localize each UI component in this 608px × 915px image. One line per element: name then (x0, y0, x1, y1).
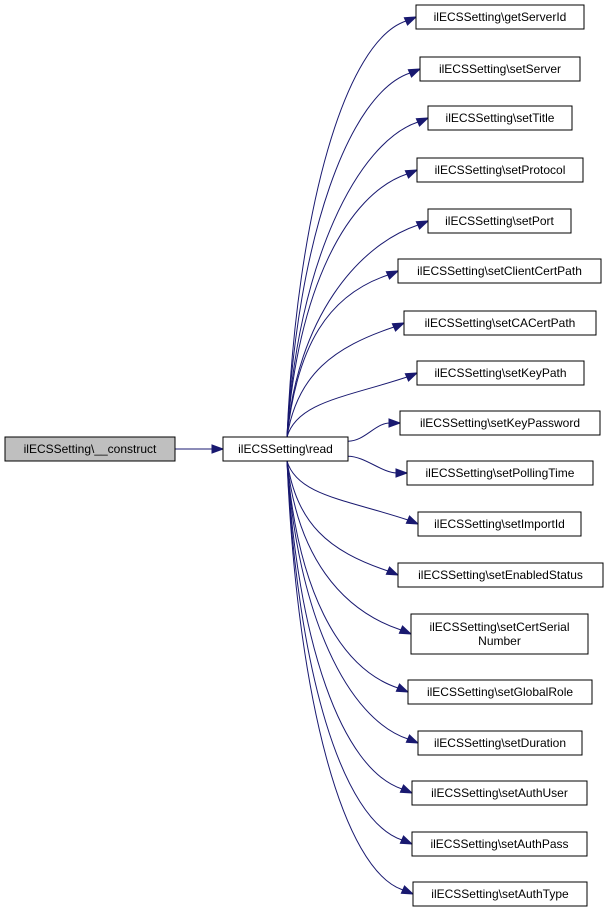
node-setCACertPath-label: ilECSSetting\setCACertPath (425, 316, 576, 330)
node-setClientCertPath[interactable]: ilECSSetting\setClientCertPath (397, 258, 602, 284)
edge-read-to-setDuration (286, 460, 420, 744)
node-setAuthUser[interactable]: ilECSSetting\setAuthUser (411, 780, 588, 806)
edge-read-to-setAuthType (286, 460, 415, 895)
edge-read-to-setPort (286, 220, 430, 438)
call-edges (175, 16, 430, 895)
node-setTitle[interactable]: ilECSSetting\setTitle (427, 105, 573, 131)
edge-read-to-setTitle (286, 117, 430, 438)
edge-read-to-setImportId (286, 460, 420, 525)
node-setClientCertPath-label: ilECSSetting\setClientCertPath (417, 264, 582, 278)
node-setCertSerialNumber-label: ilECSSetting\setCertSerial (429, 620, 569, 634)
edge-read-to-setProtocol (286, 169, 419, 438)
node-read[interactable]: ilECSSetting\read (222, 436, 349, 462)
node-setImportId-label: ilECSSetting\setImportId (434, 517, 565, 531)
node-setAuthType[interactable]: ilECSSetting\setAuthType (412, 881, 588, 907)
node-setEnabledStatus-label: ilECSSetting\setEnabledStatus (418, 568, 583, 582)
node-setGlobalRole[interactable]: ilECSSetting\setGlobalRole (407, 679, 593, 705)
node-setPort[interactable]: ilECSSetting\setPort (427, 208, 572, 234)
node-setServer-label: ilECSSetting\setServer (439, 62, 561, 76)
node-read-label: ilECSSetting\read (238, 442, 333, 456)
node-setPort-label: ilECSSetting\setPort (445, 214, 554, 228)
node-getServerId-label: ilECSSetting\getServerId (434, 10, 567, 24)
edge-read-to-setEnabledStatus (286, 460, 400, 576)
edge-read-to-setServer (286, 68, 422, 438)
node-setProtocol[interactable]: ilECSSetting\setProtocol (416, 157, 584, 183)
node-setProtocol-label: ilECSSetting\setProtocol (435, 163, 566, 177)
node-setDuration[interactable]: ilECSSetting\setDuration (417, 730, 583, 756)
node-setDuration-label: ilECSSetting\setDuration (434, 736, 566, 750)
edge-read-to-setPollingTime (347, 455, 409, 478)
node-setEnabledStatus[interactable]: ilECSSetting\setEnabledStatus (397, 562, 604, 588)
node-setGlobalRole-label: ilECSSetting\setGlobalRole (427, 685, 573, 699)
edge-read-to-setClientCertPath (286, 270, 400, 438)
edge-read-to-setCACertPath (286, 322, 406, 438)
node-setImportId[interactable]: ilECSSetting\setImportId (417, 511, 582, 537)
node-setAuthType-label: ilECSSetting\setAuthType (431, 887, 569, 901)
edge-read-to-setKeyPassword (347, 418, 402, 442)
node-setAuthUser-label: ilECSSetting\setAuthUser (431, 786, 568, 800)
node-setKeyPassword-label: ilECSSetting\setKeyPassword (420, 416, 580, 430)
edge-construct-to-read (175, 444, 225, 454)
node-construct[interactable]: ilECSSetting\__construct (4, 436, 176, 462)
node-getServerId[interactable]: ilECSSetting\getServerId (415, 4, 585, 30)
edge-read-to-getServerId (286, 16, 418, 438)
edge-read-to-setAuthUser (286, 460, 414, 794)
edge-read-to-setCertSerialNumber (286, 460, 413, 635)
node-setCACertPath[interactable]: ilECSSetting\setCACertPath (403, 310, 597, 336)
node-setAuthPass[interactable]: ilECSSetting\setAuthPass (411, 831, 588, 857)
node-setPollingTime[interactable]: ilECSSetting\setPollingTime (406, 460, 594, 486)
edge-read-to-setGlobalRole (286, 460, 410, 693)
node-setServer[interactable]: ilECSSetting\setServer (419, 56, 581, 82)
node-setKeyPath[interactable]: ilECSSetting\setKeyPath (416, 360, 585, 386)
edge-read-to-setKeyPath (286, 372, 419, 438)
node-setCertSerialNumber-label: Number (478, 634, 521, 648)
callee-nodes: ilECSSetting\getServerId ilECSSetting\set… (397, 4, 604, 907)
node-setKeyPassword[interactable]: ilECSSetting\setKeyPassword (399, 410, 601, 436)
node-setTitle-label: ilECSSetting\setTitle (446, 111, 555, 125)
node-setPollingTime-label: ilECSSetting\setPollingTime (426, 466, 575, 480)
node-setKeyPath-label: ilECSSetting\setKeyPath (434, 366, 566, 380)
node-construct-label: ilECSSetting\__construct (24, 442, 157, 456)
node-setAuthPass-label: ilECSSetting\setAuthPass (430, 837, 568, 851)
edge-read-to-setAuthPass (286, 460, 414, 845)
